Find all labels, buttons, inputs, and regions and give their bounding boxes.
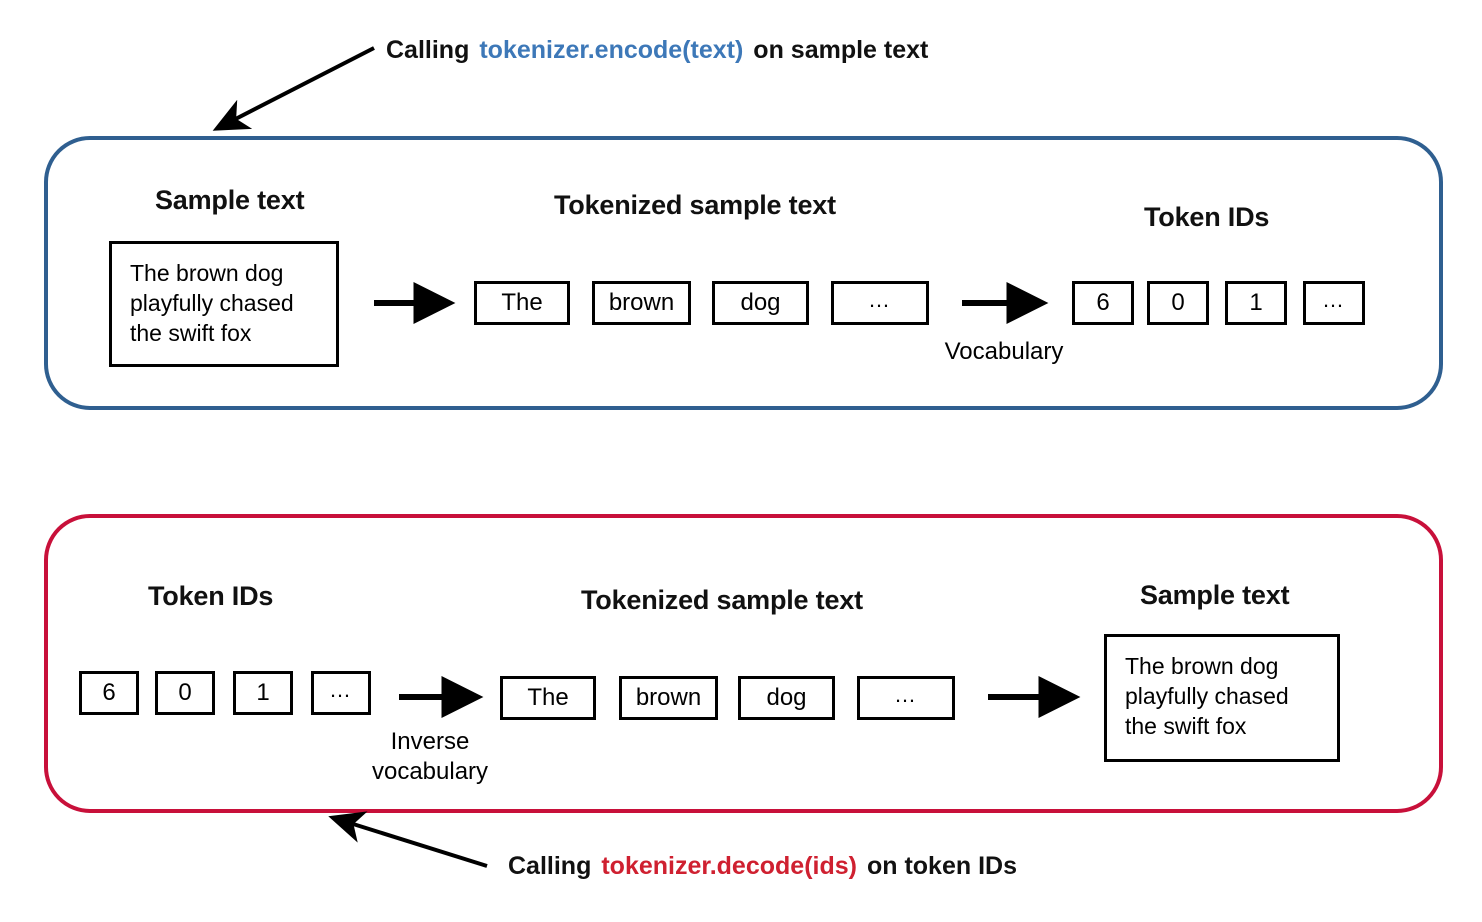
encode-token-id-chip: … (1303, 281, 1365, 325)
encode-token-ids-heading: Token IDs (1144, 202, 1270, 232)
decode-token-chip: brown (619, 676, 718, 720)
encode-token-chip: … (831, 281, 929, 325)
decode-panel (44, 514, 1443, 813)
encode-annotation: Calling tokenizer.encode(text) on sample t… (386, 36, 928, 65)
decode-annotation-code: tokenizer.decode(ids) (601, 852, 857, 880)
decode-token-ids-heading: Token IDs (148, 581, 274, 611)
encode-sample-text-box: The brown dog playfully chased the swift… (109, 241, 339, 367)
encode-annotation-prefix: Calling (386, 36, 470, 64)
decode-annotation-prefix: Calling (508, 852, 592, 880)
decode-token-id-chip: 1 (233, 671, 293, 715)
decode-tokenized-heading: Tokenized sample text (581, 585, 863, 615)
encode-token-id-chip: 0 (1147, 281, 1209, 325)
encode-sample-text-heading: Sample text (155, 185, 305, 215)
encode-vocabulary-label: Vocabulary (944, 338, 1064, 365)
encode-token-chip: dog (712, 281, 809, 325)
decode-token-id-chip: 6 (79, 671, 139, 715)
encode-token-chip: brown (592, 281, 691, 325)
encode-token-chip: The (474, 281, 570, 325)
encode-callout-arrow (212, 46, 375, 131)
decode-token-id-chip: 0 (155, 671, 215, 715)
encode-annotation-suffix: on sample text (753, 36, 929, 64)
encode-annotation-code: tokenizer.encode(text) (479, 36, 744, 64)
encode-panel (44, 136, 1443, 410)
encode-tokenized-heading: Tokenized sample text (554, 190, 836, 220)
decode-sample-text-heading: Sample text (1140, 580, 1290, 610)
decode-inverse-vocabulary-label: Inverse vocabulary (371, 728, 489, 785)
encode-token-id-chip: 6 (1072, 281, 1134, 325)
decode-annotation-suffix: on token IDs (866, 852, 1017, 880)
decode-sample-text-box: The brown dog playfully chased the swift… (1104, 634, 1340, 762)
decode-token-chip: dog (738, 676, 835, 720)
decode-annotation: Calling tokenizer.decode(ids) on token IDs (508, 852, 1017, 881)
decode-token-chip: … (857, 676, 955, 720)
decode-token-chip: The (500, 676, 596, 720)
decode-callout-arrow (328, 811, 488, 868)
decode-token-id-chip: … (311, 671, 371, 715)
encode-token-id-chip: 1 (1225, 281, 1287, 325)
